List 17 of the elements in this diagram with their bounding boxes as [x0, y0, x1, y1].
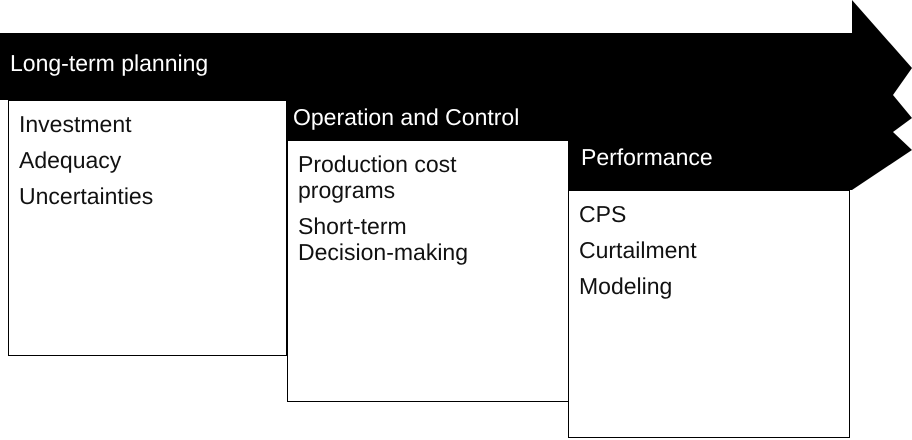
- text-box: [568, 190, 850, 438]
- arrow-band: [569, 140, 912, 190]
- arrow-band: [0, 0, 912, 100]
- band-heading: Long-term planning: [10, 50, 208, 76]
- text-box: [287, 140, 569, 402]
- band-heading: Performance: [581, 144, 713, 170]
- band-heading: Operation and Control: [293, 104, 520, 130]
- list-item: Uncertainties: [19, 183, 154, 209]
- arrow-band: [287, 100, 912, 140]
- list-item: Production cost programs: [298, 151, 458, 203]
- list-item: CPS: [579, 201, 628, 227]
- list-item: Modeling: [579, 273, 674, 299]
- text-box: [8, 100, 287, 356]
- list-item: Investment: [19, 111, 132, 137]
- list-item: Short-term Decision-making: [298, 213, 470, 265]
- list-item: Adequacy: [19, 147, 122, 173]
- list-item: Curtailment: [579, 237, 698, 263]
